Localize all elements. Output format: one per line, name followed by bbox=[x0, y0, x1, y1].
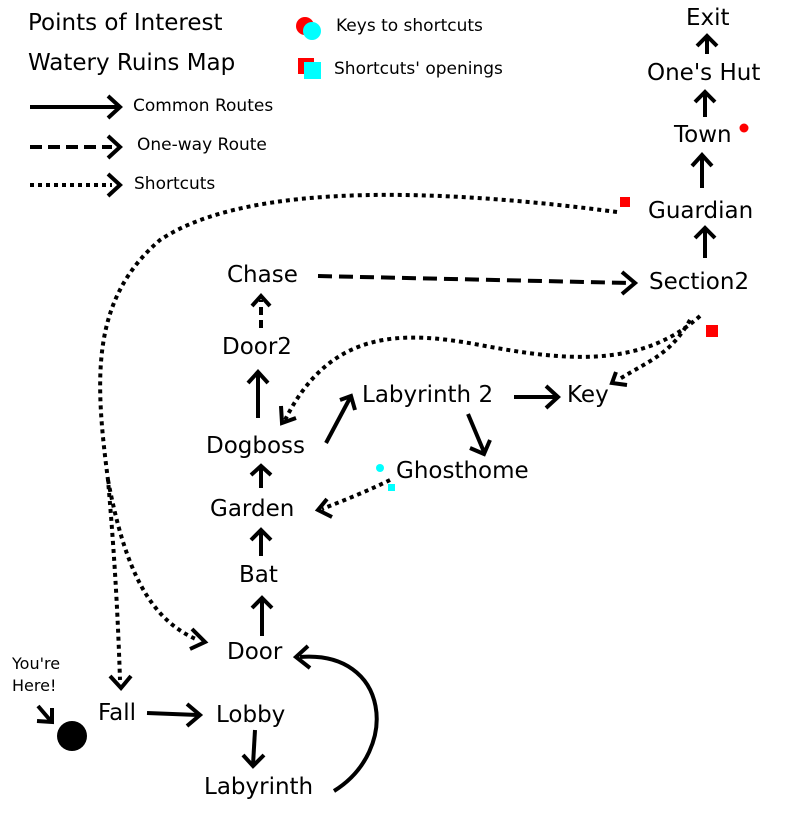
arrow-dogboss-labyrinth2 bbox=[324, 397, 352, 444]
opening-marker-section2 bbox=[706, 325, 718, 337]
legend-key-cyan-icon bbox=[303, 22, 321, 40]
legend-dotted-arrowhead bbox=[106, 172, 123, 198]
node-dogboss: Dogboss bbox=[206, 433, 306, 459]
node-guardian: Guardian bbox=[648, 198, 754, 224]
legend-common-label: Common Routes bbox=[133, 96, 274, 116]
legend-dashed-arrowhead bbox=[106, 134, 123, 160]
shortcut-to-door bbox=[106, 479, 199, 642]
legend-solid-arrowhead bbox=[106, 94, 123, 120]
node-labyrinth2: Labyrinth 2 bbox=[362, 382, 494, 408]
arrow-labyrinth2-ghosthome bbox=[466, 413, 486, 453]
node-exit: Exit bbox=[686, 5, 730, 31]
opening-marker-ghosthome bbox=[388, 484, 395, 491]
node-chase: Chase bbox=[227, 262, 298, 288]
you-are-here-marker bbox=[57, 721, 87, 751]
you-are-here-line1: You're bbox=[12, 654, 61, 673]
shortcut-ghosthome-garden bbox=[321, 478, 391, 511]
legend-openings-label: Shortcuts' openings bbox=[334, 59, 503, 79]
shortcut-guardian-fall bbox=[98, 192, 618, 681]
arrow-lobby-labyrinth bbox=[251, 729, 257, 766]
arrow-chase-section2 bbox=[317, 274, 631, 285]
legend-shortcuts-label: Shortcuts bbox=[134, 174, 216, 194]
node-door2: Door2 bbox=[222, 334, 292, 360]
you-are-here-label: You're Here! bbox=[12, 653, 60, 696]
legend-oneway-label: One-way Route bbox=[137, 135, 267, 155]
map-title-line1: Points of Interest bbox=[28, 10, 223, 36]
node-town: Town bbox=[674, 122, 732, 148]
arrow-labyrinth-door bbox=[299, 654, 379, 793]
shortcut-section2-key bbox=[616, 319, 692, 382]
legend-keys-label: Keys to shortcuts bbox=[336, 16, 483, 36]
key-marker-ghosthome bbox=[376, 464, 384, 472]
node-lobby: Lobby bbox=[216, 702, 286, 728]
node-garden: Garden bbox=[210, 496, 295, 522]
node-ones-hut: One's Hut bbox=[647, 60, 761, 86]
key-marker-town bbox=[739, 123, 749, 133]
arrow-fall-lobby bbox=[146, 711, 199, 717]
opening-marker-guardian bbox=[620, 197, 630, 207]
node-ghosthome: Ghosthome bbox=[396, 458, 529, 484]
legend-opening-cyan-icon bbox=[304, 62, 321, 79]
node-labyrinth: Labyrinth bbox=[204, 774, 314, 800]
node-bat: Bat bbox=[239, 562, 278, 588]
you-are-here-line2: Here! bbox=[12, 675, 57, 695]
arrow-you-are-here bbox=[36, 704, 52, 722]
node-fall: Fall bbox=[98, 700, 136, 726]
node-key: Key bbox=[567, 382, 609, 408]
node-section2: Section2 bbox=[649, 269, 750, 295]
node-door: Door bbox=[227, 639, 283, 665]
map-title-line2: Watery Ruins Map bbox=[28, 50, 236, 76]
